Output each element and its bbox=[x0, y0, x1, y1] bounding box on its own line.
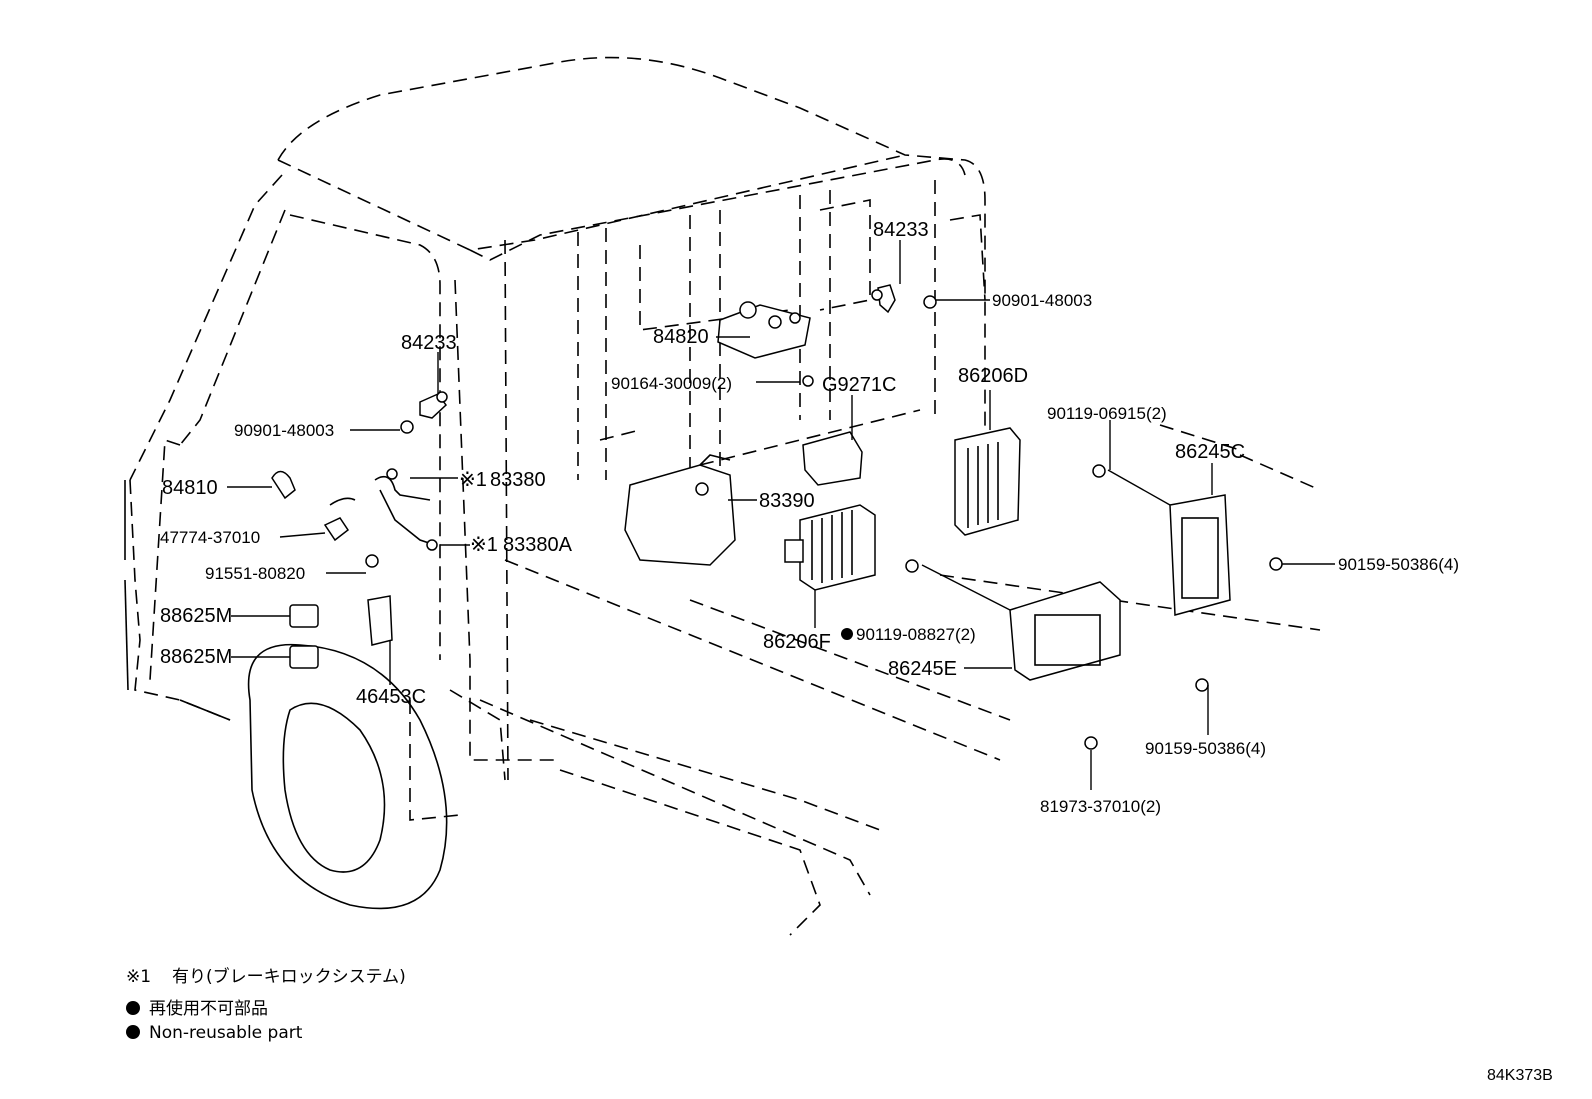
label-G9271C: G9271C bbox=[822, 374, 897, 396]
part-83390-reservoir bbox=[624, 454, 736, 566]
label-90159-50386-lower: 90159-50386(4) bbox=[1145, 739, 1266, 758]
label-90119-08827: 90119-08827(2) bbox=[856, 625, 976, 644]
label-83380: 83380 bbox=[490, 469, 546, 491]
part-84820-switch bbox=[717, 301, 811, 359]
label-88625M-b: 88625M bbox=[160, 646, 232, 668]
label-84233-left: 84233 bbox=[401, 332, 457, 354]
legend-note1-mark: ※1 bbox=[126, 967, 151, 987]
label-81973-37010: 81973-37010(2) bbox=[1040, 797, 1161, 816]
callout-labels: 84233 90901-48003 84820 90164-30009(2) G… bbox=[160, 219, 1459, 816]
label-86245C: 86245C bbox=[1175, 441, 1245, 463]
diagram-code: 84K373B bbox=[1487, 1067, 1553, 1084]
legend-nonreusable-jp: 再使用不可部品 bbox=[149, 998, 268, 1019]
label-86206D: 86206D bbox=[958, 365, 1028, 387]
label-84233-top: 84233 bbox=[873, 219, 929, 241]
label-46453C: 46453C bbox=[356, 686, 426, 708]
part-88625M-a bbox=[289, 604, 319, 628]
bolt-icons bbox=[365, 295, 1283, 750]
part-47774-37010 bbox=[323, 497, 356, 542]
note1-marker-83380A: ※1 bbox=[470, 534, 498, 556]
label-83380A: 83380A bbox=[503, 534, 573, 556]
label-90159-50386-upper: 90159-50386(4) bbox=[1338, 555, 1459, 574]
label-83390: 83390 bbox=[759, 490, 815, 512]
part-46453C-bracket bbox=[367, 595, 393, 646]
label-84820: 84820 bbox=[653, 326, 709, 348]
part-83380-pipe bbox=[374, 468, 438, 551]
legend: ※1 有り(ブレーキロックシステム) 再使用不可部品 Non-reusable … bbox=[126, 966, 406, 1043]
nonreusable-dot-90119-08827 bbox=[841, 628, 853, 640]
part-86206F-ecu bbox=[784, 504, 876, 591]
part-84810 bbox=[271, 470, 296, 500]
part-86245C-bracket bbox=[1169, 494, 1231, 616]
part-84233-sensor-left bbox=[419, 391, 448, 419]
label-86245E: 86245E bbox=[888, 658, 957, 680]
note1-marker-83380: ※1 bbox=[459, 469, 487, 491]
label-86206F: 86206F bbox=[763, 631, 831, 653]
legend-note1-text: 有り(ブレーキロックシステム) bbox=[172, 966, 406, 987]
part-86245E-bracket bbox=[1009, 581, 1121, 681]
legend-dot-jp bbox=[126, 1001, 140, 1015]
part-88625M-b bbox=[289, 645, 319, 669]
label-90901-48003-left: 90901-48003 bbox=[234, 421, 334, 440]
leader-lines bbox=[227, 240, 1335, 790]
label-90164-30009: 90164-30009(2) bbox=[611, 374, 732, 393]
part-84233-sensor-top bbox=[871, 284, 896, 314]
label-91551-80820: 91551-80820 bbox=[205, 564, 305, 583]
label-47774-37010: 47774-37010 bbox=[160, 528, 260, 547]
label-90901-48003-right: 90901-48003 bbox=[992, 291, 1092, 310]
part-G9271C-cover bbox=[802, 431, 863, 486]
front-wheel bbox=[124, 480, 448, 910]
part-86206D-ecu bbox=[954, 427, 1021, 536]
label-84810: 84810 bbox=[162, 477, 218, 499]
legend-dot-en bbox=[126, 1025, 140, 1039]
cab-outline bbox=[129, 56, 1321, 936]
label-90119-06915: 90119-06915(2) bbox=[1047, 404, 1167, 423]
legend-nonreusable-en: Non-reusable part bbox=[149, 1023, 303, 1043]
label-88625M-a: 88625M bbox=[160, 605, 232, 627]
